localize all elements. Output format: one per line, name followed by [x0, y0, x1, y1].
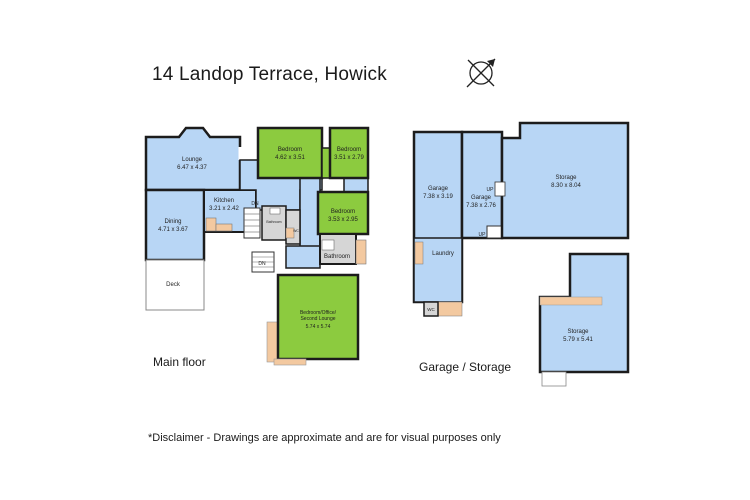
bedroom-3-label: Bedroom 3.53 x 2.95 [328, 209, 358, 223]
svg-text:Garage: Garage [428, 186, 449, 192]
dn-label-2: DN [258, 261, 266, 267]
room-bedroom-office [266, 273, 360, 366]
svg-text:Laundry: Laundry [432, 251, 454, 257]
room-storage-1 [494, 121, 630, 240]
svg-text:6.47 x 4.37: 6.47 x 4.37 [177, 165, 207, 171]
dining-label: Dining 4.71 x 3.67 [158, 219, 188, 233]
svg-text:Storage: Storage [555, 175, 577, 181]
bedroom-office-name: Bedroom/Office/Second Lounge [300, 310, 337, 322]
svg-text:8.30 x 8.04: 8.30 x 8.04 [551, 183, 581, 189]
room-bathroom-small [261, 205, 301, 245]
bathroom-label: Bathroom [324, 254, 350, 260]
lounge-label: Lounge 6.47 x 4.37 [177, 157, 207, 171]
svg-text:4.62 x 3.51: 4.62 x 3.51 [275, 155, 305, 161]
svg-text:7.38 x 3.19: 7.38 x 3.19 [423, 194, 453, 200]
svg-text:3.21 x 2.42: 3.21 x 2.42 [209, 206, 239, 212]
svg-text:Bedroom: Bedroom [278, 147, 302, 153]
svg-text:3.51 x 2.79: 3.51 x 2.79 [334, 155, 364, 161]
disclaimer-text: *Disclaimer - Drawings are approximate a… [148, 432, 501, 444]
dn-label-1: DN [251, 201, 259, 207]
svg-text:Dining: Dining [164, 219, 181, 225]
stairs-down [243, 207, 275, 273]
svg-text:Kitchen: Kitchen [214, 198, 234, 204]
bathroom-small-label: Bathroom [266, 220, 281, 224]
bedroom-1-label: Bedroom 4.62 x 3.51 [275, 147, 305, 161]
room-dining [144, 188, 206, 262]
bedroom-office-label: Bedroom/Office/Second Lounge 5.74 x 5.74 [300, 310, 337, 330]
svg-text:Bedroom: Bedroom [337, 147, 361, 153]
bedroom-2-label: Bedroom 3.51 x 2.79 [334, 147, 364, 161]
up-label-2: UP [479, 232, 487, 238]
up-label-1: UP [487, 187, 495, 193]
svg-text:Bedroom: Bedroom [331, 209, 355, 215]
laundry-label: Laundry [432, 251, 454, 257]
storage-1-label: Storage 8.30 x 8.04 [551, 175, 581, 189]
room-laundry [413, 237, 463, 317]
room-bedroom-1 [256, 126, 331, 180]
wc-label-main: WC [293, 229, 299, 233]
garage-storage-label: Garage / Storage [419, 360, 512, 374]
room-bathroom [319, 233, 367, 265]
svg-text:5.79 x 5.41: 5.79 x 5.41 [563, 337, 593, 343]
svg-text:Storage: Storage [567, 329, 589, 335]
room-bedroom-2 [328, 126, 370, 180]
svg-text:Lounge: Lounge [182, 157, 203, 163]
wc-label-garage: WC [427, 307, 435, 312]
svg-text:Deck: Deck [166, 282, 181, 288]
svg-text:5.74 x 5.74: 5.74 x 5.74 [306, 324, 331, 330]
svg-text:7.38 x 2.76: 7.38 x 2.76 [466, 203, 496, 209]
main-floor-label: Main floor [153, 355, 206, 369]
room-storage-2 [538, 252, 630, 387]
storage-2-label: Storage 5.79 x 5.41 [563, 329, 593, 343]
page-title: 14 Landop Terrace, Howick [152, 64, 387, 85]
svg-text:Garage: Garage [471, 195, 492, 201]
kitchen-label: Kitchen 3.21 x 2.42 [209, 198, 239, 212]
garage-1-label: Garage 7.38 x 3.19 [423, 186, 453, 200]
garage-2-label: Garage 7.38 x 2.76 [466, 195, 496, 209]
compass-north-arrow-icon [466, 58, 496, 88]
svg-text:3.53 x 2.95: 3.53 x 2.95 [328, 217, 358, 223]
svg-text:Bathroom: Bathroom [324, 254, 350, 260]
svg-text:4.71 x 3.67: 4.71 x 3.67 [158, 227, 188, 233]
room-deck [145, 259, 205, 311]
deck-label: Deck [166, 282, 181, 288]
